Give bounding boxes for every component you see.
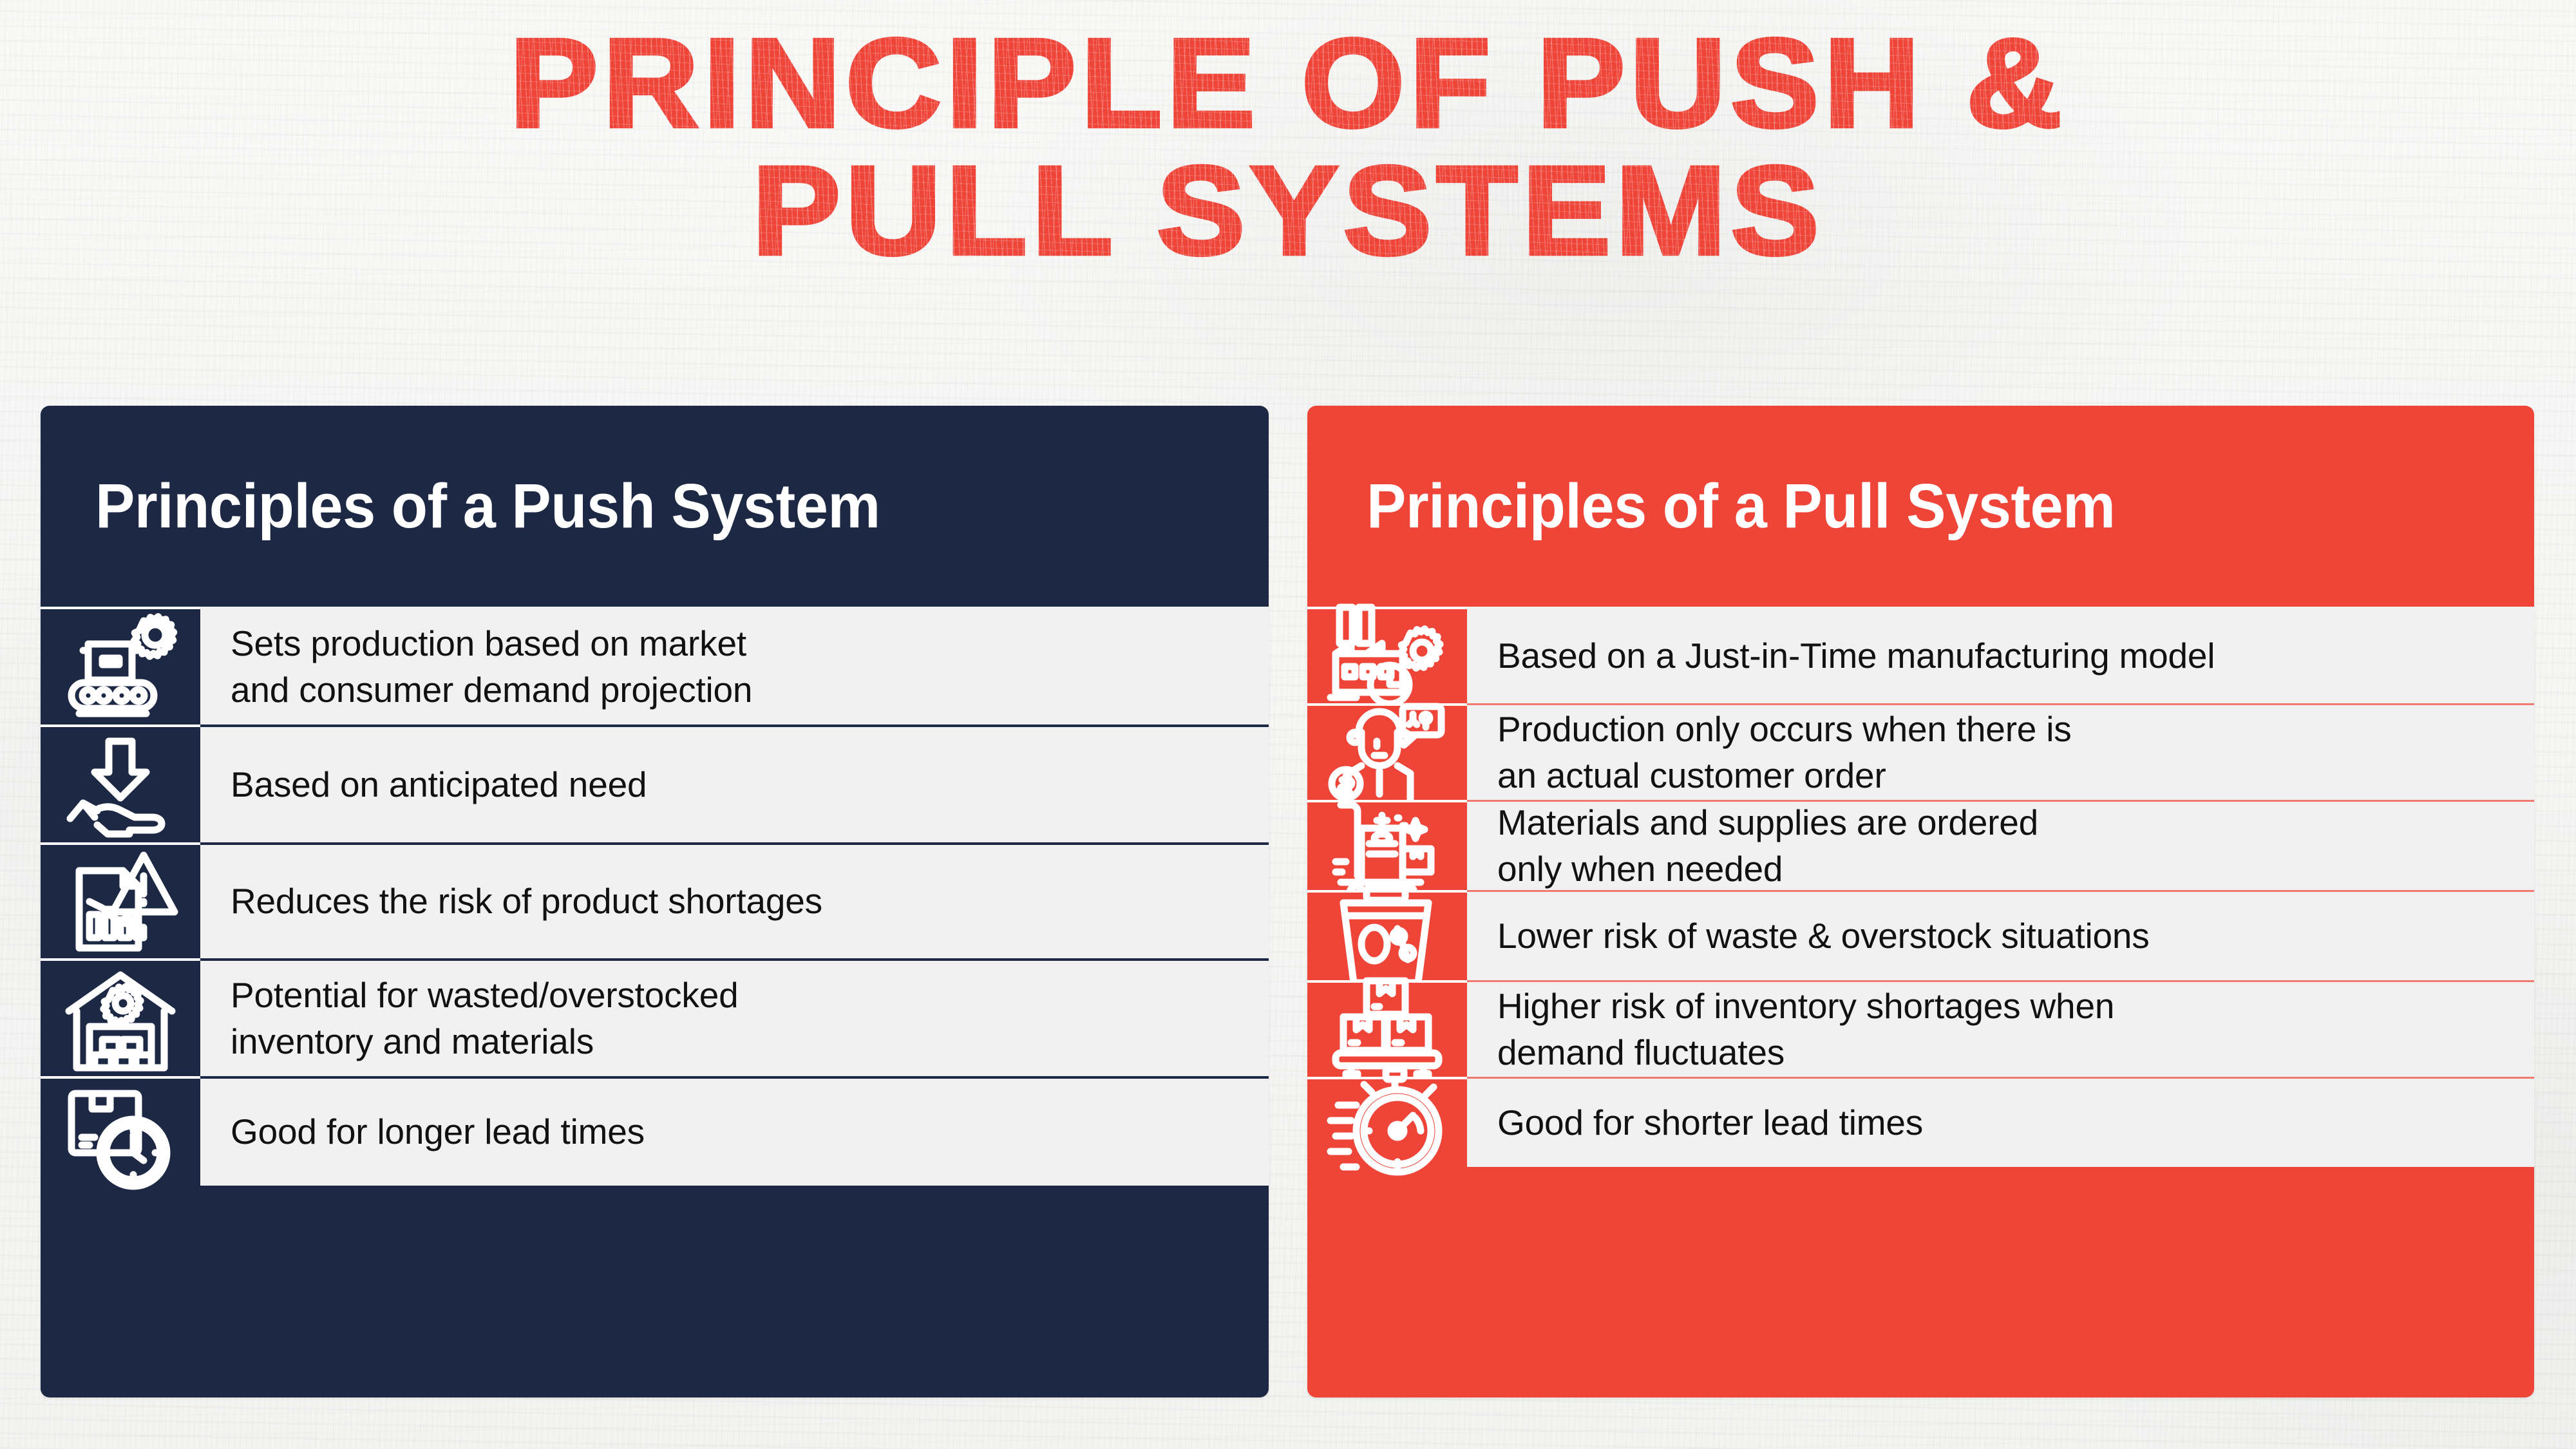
pull-panel-header-label: Principles of a Pull System: [1367, 471, 2116, 541]
fast-stopwatch-icon: [1307, 1065, 1467, 1176]
row-text-cell: Good for shorter lead times: [1467, 1077, 2534, 1167]
box-clock-icon: [41, 1076, 200, 1190]
row-text-cell: Good for longer lead times: [200, 1076, 1269, 1186]
row-label: Good for longer lead times: [231, 1112, 645, 1152]
table-row: Good for longer lead times: [41, 1076, 1269, 1190]
table-row: Good for shorter lead times: [1307, 1065, 2534, 1176]
row-text-cell: Based on anticipated need: [200, 724, 1269, 842]
title-line-1: PRINCIPLE OF PUSH &: [0, 16, 2576, 151]
table-row: Reduces the risk of product shortages: [41, 842, 1269, 958]
push-panel-header-label: Principles of a Push System: [95, 471, 880, 541]
pull-panel-header: Principles of a Pull System: [1307, 406, 2534, 607]
row-label: Reduces the risk of product shortages: [231, 881, 822, 922]
row-text-cell: Based on a Just-in-Time manufacturing mo…: [1467, 607, 2534, 703]
arrow-down-hand-icon: [41, 724, 200, 842]
report-warning-icon: [41, 842, 200, 958]
table-row: Based on anticipated need: [41, 724, 1269, 842]
table-row: Based on a Just-in-Time manufacturing mo…: [1307, 603, 2534, 708]
push-panel-header: Principles of a Push System: [41, 406, 1269, 607]
pull-system-panel: Principles of a Pull System Based on a J…: [1307, 406, 2534, 1397]
title-line-2: PULL SYSTEMS: [0, 143, 2576, 278]
pull-rows-list: Based on a Just-in-Time manufacturing mo…: [1307, 603, 2534, 1176]
row-text-cell: Reduces the risk of product shortages: [200, 842, 1269, 958]
box-clock-icon-glyph: [56, 1068, 185, 1197]
page-title: PRINCIPLE OF PUSH & PULL SYSTEMS: [0, 16, 2576, 278]
row-label: Based on a Just-in-Time manufacturing mo…: [1497, 635, 2215, 676]
report-warning-icon-glyph: [56, 837, 185, 966]
row-label: Based on anticipated need: [231, 764, 647, 804]
row-text-cell: Lower risk of waste & overstock situatio…: [1467, 890, 2534, 980]
push-system-panel: Principles of a Push System Sets product…: [41, 406, 1269, 1397]
table-row: Lower risk of waste & overstock situatio…: [1307, 884, 2534, 987]
row-label: Lower risk of waste & overstock situatio…: [1497, 915, 2150, 956]
row-label: Good for shorter lead times: [1497, 1102, 1924, 1142]
warehouse-gear-icon-glyph: [56, 954, 185, 1083]
conveyor-gear-icon: [41, 607, 200, 724]
warehouse-gear-icon: [41, 958, 200, 1076]
fast-stopwatch-icon-glyph: [1323, 1059, 1452, 1188]
arrow-down-hand-icon-glyph: [56, 721, 185, 849]
conveyor-gear-icon-glyph: [56, 603, 185, 732]
